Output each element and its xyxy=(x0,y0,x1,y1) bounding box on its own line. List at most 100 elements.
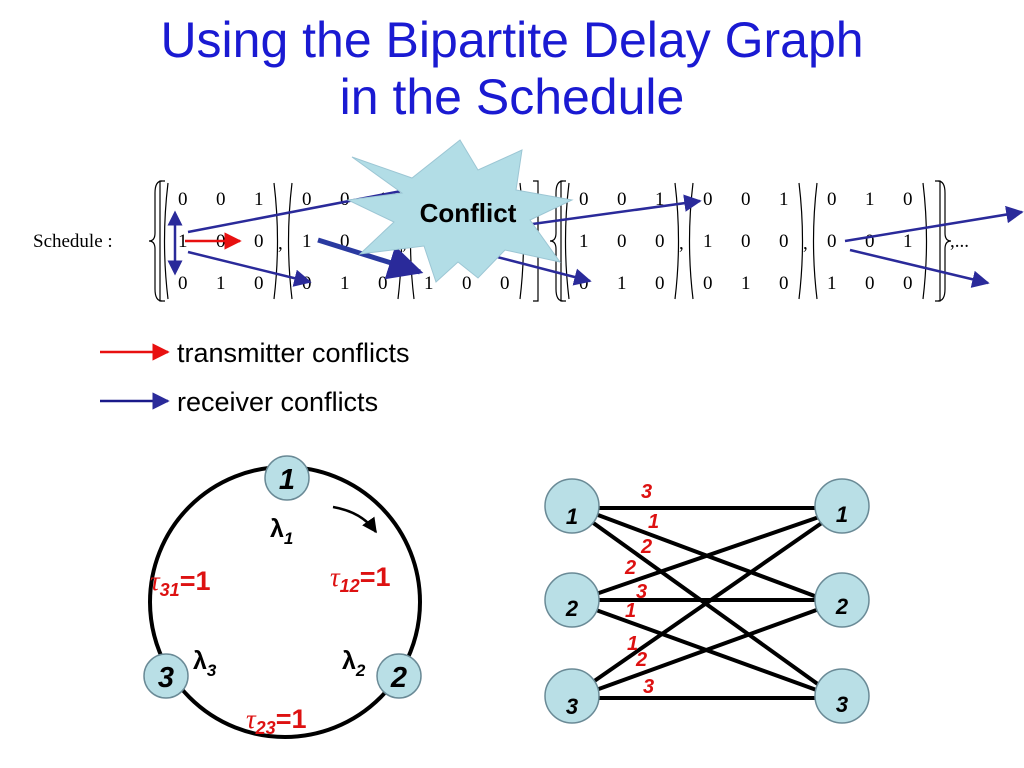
right-node-2 xyxy=(814,572,870,628)
edge-1-3 xyxy=(590,520,828,692)
matrix-entry: 0 xyxy=(903,273,913,294)
left-node-3 xyxy=(544,668,600,724)
left-node-1 xyxy=(544,478,600,534)
matrix-entry: 0 xyxy=(579,189,589,210)
matrix-entry: 1 xyxy=(617,273,627,294)
receiver-conflict-arrow xyxy=(187,250,312,287)
matrix-entry: 0 xyxy=(617,189,627,210)
matrix-entry: 0 xyxy=(302,273,312,294)
matrix-entry: 0 xyxy=(216,189,226,210)
matrix-entry: 0 xyxy=(741,231,751,252)
receiver-conflict-arrow xyxy=(849,248,990,288)
legend-transmitter-label: transmitter conflicts xyxy=(177,338,410,368)
matrix-left-paren xyxy=(688,182,694,300)
legend: transmitter conflicts receiver conflicts xyxy=(100,338,410,417)
matrix-entry: 1 xyxy=(741,273,751,294)
edge-weight: 2 xyxy=(640,536,652,558)
matrix-entry: 1 xyxy=(827,273,837,294)
schedule-open-brace xyxy=(148,180,163,302)
matrix-entry: 0 xyxy=(865,273,875,294)
left-node-2 xyxy=(544,572,600,628)
matrix-separator: , xyxy=(278,233,283,254)
right-node-2-label: 2 xyxy=(835,594,849,619)
receiver-conflict-arrow xyxy=(517,194,702,228)
right-node-1-label: 1 xyxy=(836,502,848,527)
matrix-right-paren xyxy=(798,182,804,300)
matrix-entry: 0 xyxy=(617,231,627,252)
group-2-right-bracket xyxy=(935,180,941,302)
right-node-1 xyxy=(814,478,870,534)
edge-weight: 2 xyxy=(624,557,636,579)
matrix-right-paren xyxy=(922,182,928,300)
ring-node-3-label: 3 xyxy=(158,662,174,694)
title-line-1: Using the Bipartite Delay Graph xyxy=(160,12,864,68)
tau-12-label: τ12=1 xyxy=(330,562,391,596)
matrix-entry: 1 xyxy=(424,273,434,294)
matrix-entry: 0 xyxy=(865,231,875,252)
bipartite-edges xyxy=(588,506,828,700)
edge-weight: 3 xyxy=(641,481,652,503)
ring-node-1 xyxy=(264,455,310,501)
edge-3-1 xyxy=(588,518,828,686)
tau-23-label: τ23=1 xyxy=(246,704,307,738)
matrix-left-paren xyxy=(287,182,293,300)
matrix-entry: 0 xyxy=(178,189,188,210)
matrix-entry: 0 xyxy=(827,231,837,252)
matrix-entry: 0 xyxy=(340,231,350,252)
matrix-entry: 0 xyxy=(703,273,713,294)
matrix-entry: 0 xyxy=(302,189,312,210)
title-line-2: in the Schedule xyxy=(339,69,685,125)
edge-3-2 xyxy=(595,606,823,692)
matrix-entry: 1 xyxy=(703,231,713,252)
matrix-entry: 1 xyxy=(340,273,350,294)
ring-node-2-label: 2 xyxy=(390,662,407,694)
ring-node-2 xyxy=(376,653,422,699)
edge-weight: 3 xyxy=(636,581,647,603)
edge-2-1 xyxy=(595,514,823,596)
matrix-entry: 0 xyxy=(462,273,472,294)
right-node-3 xyxy=(814,668,870,724)
left-node-3-label: 3 xyxy=(566,694,578,719)
matrix-separator: , xyxy=(679,233,684,254)
conflict-label: Conflict xyxy=(420,198,517,228)
bipartite-graph: 1 2 3 1 2 3 3 1 2 2 3 1 1 2 3 xyxy=(544,478,870,724)
matrix-entry: 0 xyxy=(655,231,665,252)
ring-node-3 xyxy=(143,653,189,699)
matrix-left-paren xyxy=(812,182,818,300)
edge-weight: 3 xyxy=(643,676,654,698)
edge-weight: 1 xyxy=(648,511,659,533)
conflict-burst-shape xyxy=(346,139,574,283)
matrix-entry: 1 xyxy=(579,231,589,252)
matrix-entry: 0 xyxy=(579,273,589,294)
edge-weight: 1 xyxy=(625,600,636,622)
matrix-entry: 0 xyxy=(500,273,510,294)
matrix-entry: 1 xyxy=(216,273,226,294)
matrix-entry: 0 xyxy=(703,189,713,210)
edge-weight: 1 xyxy=(627,633,638,655)
schedule-close-brace xyxy=(937,180,952,302)
group-1-left-bracket xyxy=(159,180,165,302)
matrix-entry: 0 xyxy=(254,273,264,294)
matrix-left-paren xyxy=(564,182,570,300)
matrix-right-paren xyxy=(674,182,680,300)
matrix-entry: 0 xyxy=(178,273,188,294)
matrix-entry: 0 xyxy=(340,189,350,210)
matrix-separator: , xyxy=(803,233,808,254)
ring-node-1-label: 1 xyxy=(279,464,295,496)
group-2-open-brace xyxy=(549,180,564,302)
matrix-entry: 1 xyxy=(903,231,913,252)
lambda-2-label: λ2 xyxy=(342,647,366,680)
conflict-pointer-arrow xyxy=(317,237,424,280)
matrix-entry: 0 xyxy=(903,189,913,210)
ring-circle xyxy=(148,465,422,739)
matrix-left-paren xyxy=(163,182,169,300)
receiver-conflict-arrow xyxy=(844,205,1024,243)
matrix-entry: 0 xyxy=(779,231,789,252)
edge-weights: 3 1 2 2 3 1 1 2 3 xyxy=(624,481,659,698)
matrix-entry: 0 xyxy=(827,189,837,210)
direction-arrow xyxy=(332,505,378,534)
matrix-entry: 1 xyxy=(302,231,312,252)
group-2-left-bracket xyxy=(560,180,566,302)
matrix-right-paren xyxy=(273,182,279,300)
